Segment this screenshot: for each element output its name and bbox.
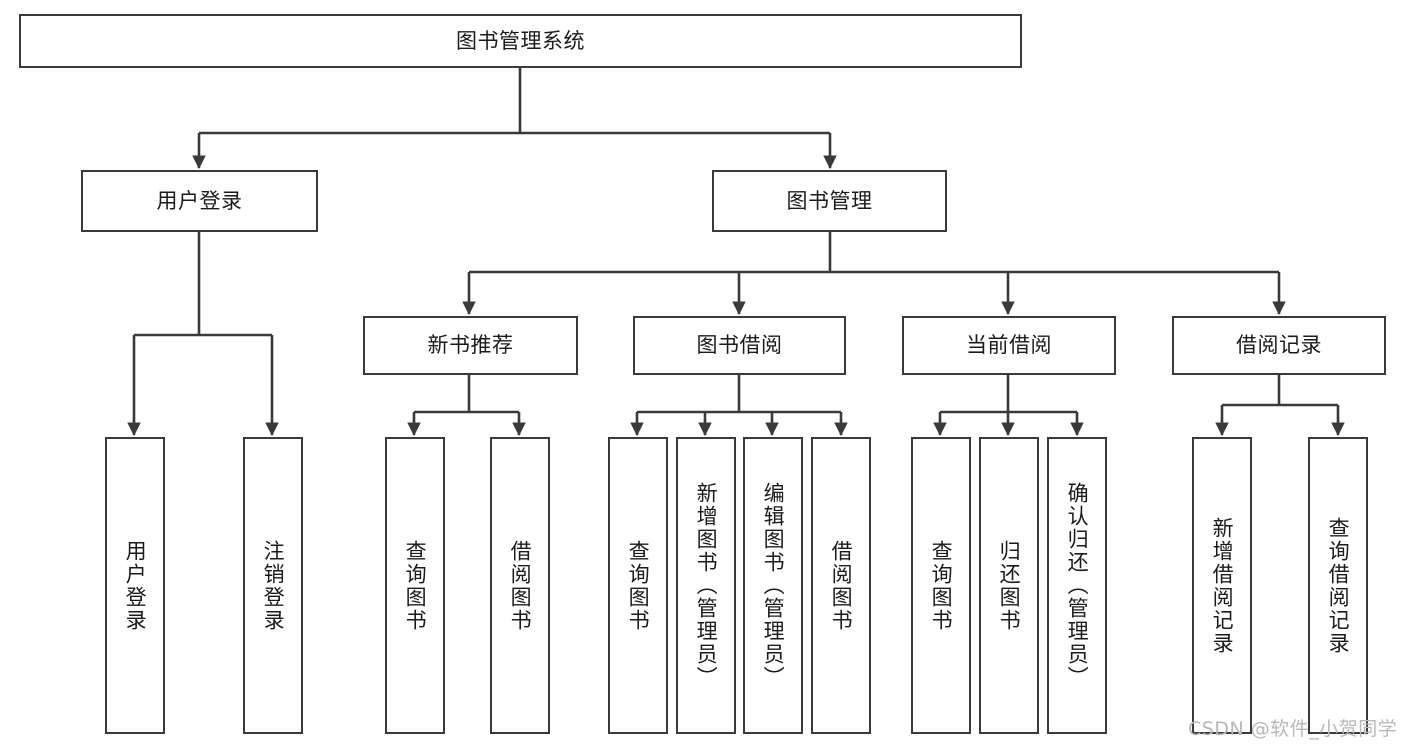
node-current-borrow-label: 当前借阅 [966,333,1052,358]
node-book-borrow-label: 图书借阅 [696,333,783,358]
node-book-borrow[interactable]: 图书借阅 [633,316,846,375]
leaf-query-book-2-label: 查询图书 [626,539,651,632]
watermark: CSDN @软件_小贺同学 [1188,718,1398,740]
node-user-login-label: 用户登录 [156,188,243,213]
leaf-return-book[interactable]: 归还图书 [979,437,1039,734]
leaf-edit-book-label: 编辑图书（管理员） [761,482,786,689]
node-book-manage[interactable]: 图书管理 [712,170,947,232]
node-root-label: 图书管理系统 [456,28,585,53]
leaf-query-book-2[interactable]: 查询图书 [608,437,668,734]
leaf-logout-login[interactable]: 注销登录 [243,437,303,734]
leaf-query-record[interactable]: 查询借阅记录 [1308,437,1368,734]
node-new-book-recommend[interactable]: 新书推荐 [363,316,578,375]
node-borrow-record[interactable]: 借阅记录 [1172,316,1386,375]
leaf-borrow-book-1[interactable]: 借阅图书 [490,437,550,734]
leaf-user-login[interactable]: 用户登录 [105,437,165,734]
leaf-add-book[interactable]: 新增图书（管理员） [676,437,736,734]
node-user-login[interactable]: 用户登录 [81,170,318,232]
leaf-add-record[interactable]: 新增借阅记录 [1192,437,1252,734]
node-root[interactable]: 图书管理系统 [19,14,1022,68]
leaf-return-book-label: 归还图书 [997,539,1022,632]
leaf-add-book-label: 新增图书（管理员） [694,482,719,689]
leaf-borrow-book-1-label: 借阅图书 [508,539,533,632]
leaf-borrow-book-2-label: 借阅图书 [829,539,854,632]
node-book-manage-label: 图书管理 [786,188,873,213]
leaf-query-book-1[interactable]: 查询图书 [385,437,445,734]
leaf-query-book-3-label: 查询图书 [929,539,954,632]
leaf-add-record-label: 新增借阅记录 [1210,516,1235,655]
leaf-query-record-label: 查询借阅记录 [1326,516,1351,655]
leaf-edit-book[interactable]: 编辑图书（管理员） [743,437,803,734]
node-new-book-recommend-label: 新书推荐 [427,333,514,358]
leaf-logout-login-label: 注销登录 [261,539,286,632]
leaf-confirm-return[interactable]: 确认归还（管理员） [1047,437,1107,734]
leaf-query-book-3[interactable]: 查询图书 [911,437,971,734]
leaf-user-login-label: 用户登录 [123,539,148,632]
node-current-borrow[interactable]: 当前借阅 [902,316,1116,375]
node-borrow-record-label: 借阅记录 [1236,333,1322,358]
leaf-confirm-return-label: 确认归还（管理员） [1065,482,1090,689]
leaf-borrow-book-2[interactable]: 借阅图书 [811,437,871,734]
leaf-query-book-1-label: 查询图书 [403,539,428,632]
